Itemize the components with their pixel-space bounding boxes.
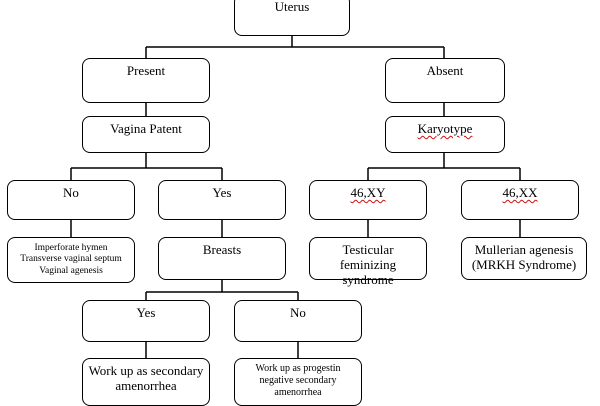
node-label: Testicular feminizing syndrome — [339, 242, 397, 287]
node-label: Work up as progestin negative secondary … — [255, 363, 341, 398]
node-label: 46,XX — [502, 185, 538, 200]
vagina-patent-node: Vagina Patent — [82, 116, 210, 153]
node-label: No — [63, 185, 79, 200]
node-label: Present — [126, 63, 166, 78]
karyotype-xx-node: 46,XX — [461, 180, 579, 220]
node-label: 46,XY — [350, 185, 386, 200]
progestin-negative-workup-node: Work up as progestin negative secondary … — [234, 358, 362, 406]
vagina-patent-yes-node: Yes — [158, 180, 286, 220]
karyotype-xy-node: 46,XY — [309, 180, 427, 220]
breasts-absent-node: No — [234, 300, 362, 342]
node-label: Karyotype — [417, 121, 473, 136]
node-label: Absent — [426, 63, 464, 78]
node-label: Work up as secondary amenorrhea — [88, 363, 204, 393]
node-label: Uterus — [274, 0, 310, 14]
uterus-absent-node: Absent — [385, 58, 505, 103]
uterus-present-node: Present — [82, 58, 210, 103]
mullerian-agenesis-node: Mullerian agenesis (MRKH Syndrome) — [461, 237, 587, 280]
node-label: Vagina Patent — [110, 121, 182, 136]
vagina-not-patent-node: No — [7, 180, 135, 220]
node-label: Yes — [212, 185, 232, 200]
vaginal-obstruction-causes-node: Imperforate hymen Transverse vaginal sep… — [7, 237, 135, 283]
breasts-node: Breasts — [158, 237, 286, 280]
node-label: Mullerian agenesis (MRKH Syndrome) — [471, 242, 577, 272]
secondary-amenorrhea-workup-node: Work up as secondary amenorrhea — [82, 358, 210, 406]
uterus-node: Uterus — [234, 0, 350, 36]
node-label: No — [290, 305, 306, 320]
karyotype-node: Karyotype — [385, 116, 505, 153]
node-label: Yes — [136, 305, 156, 320]
testicular-feminizing-node: Testicular feminizing syndrome — [309, 237, 427, 287]
breasts-present-node: Yes — [82, 300, 210, 342]
node-label: Imperforate hymen Transverse vaginal sep… — [20, 242, 122, 276]
node-label: Breasts — [202, 242, 242, 257]
